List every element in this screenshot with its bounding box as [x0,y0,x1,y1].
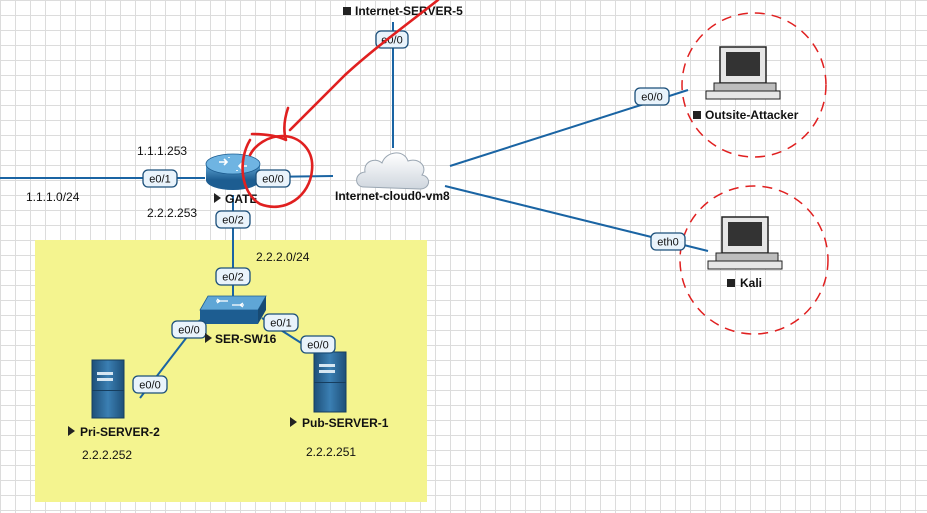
port-text: e0/1 [270,318,291,330]
port-label-pri-e00[interactable]: e0/0 [132,375,168,394]
node-label-outsite-attacker[interactable]: Outsite-Attacker [705,108,799,122]
port-text: e0/0 [139,380,160,392]
port-label-gate-e02[interactable]: e0/2 [215,210,251,229]
port-text: e0/1 [149,174,170,186]
workstation-icon[interactable] [707,216,783,270]
port-label-kali-eth0[interactable]: eth0 [650,232,686,251]
network-outside-label: 1.1.1.0/24 [26,190,80,204]
port-text: e0/0 [307,340,328,352]
node-label-kali[interactable]: Kali [740,276,762,290]
status-square-icon [693,111,701,119]
network-inside-label: 2.2.2.0/24 [256,250,310,264]
play-triangle-icon [205,333,212,343]
port-label-gate-e01[interactable]: e0/1 [142,169,178,188]
port-text: e0/0 [178,325,199,337]
port-label-switch-e00[interactable]: e0/0 [171,320,207,339]
port-text: eth0 [657,237,678,249]
status-square-icon [343,7,351,15]
port-label-attacker-e00[interactable]: e0/0 [634,87,670,106]
switch-icon[interactable] [199,295,267,324]
node-label-internet-server5[interactable]: Internet-SERVER-5 [355,4,463,18]
node-label-pri-server2[interactable]: Pri-SERVER-2 [80,425,160,439]
port-text: e0/2 [222,215,243,227]
port-text: e0/0 [381,35,402,47]
port-label-switch-e01[interactable]: e0/1 [263,313,299,332]
gate-ip-inside: 2.2.2.253 [147,206,197,220]
port-label-pub-e00[interactable]: e0/0 [300,335,336,354]
node-label-ser-sw16[interactable]: SER-SW16 [215,332,277,346]
node-label-pub-server1[interactable]: Pub-SERVER-1 [302,416,389,430]
port-text: e0/2 [222,272,243,284]
play-triangle-icon [214,193,221,203]
port-label-gate-e00[interactable]: e0/0 [255,169,291,188]
port-text: e0/0 [641,92,662,104]
pub-server1-ip: 2.2.2.251 [306,445,356,459]
node-label-cloud[interactable]: Internet-cloud0-vm8 [335,189,450,203]
workstation-icon[interactable] [705,46,781,100]
port-text: e0/0 [262,174,283,186]
play-triangle-icon [68,426,75,436]
attacker-zone-circle [681,12,827,158]
pri-server2-ip: 2.2.2.252 [82,448,132,462]
red-annotation-arrow [241,0,440,209]
play-triangle-icon [290,417,297,427]
gate-ip-outside: 1.1.1.253 [137,144,187,158]
server-icon[interactable] [91,359,125,419]
router-icon[interactable] [205,153,261,190]
kali-zone-circle [679,185,829,335]
server-icon[interactable] [313,351,347,413]
port-label-switch-e02[interactable]: e0/2 [215,267,251,286]
cloud-icon[interactable] [356,152,429,190]
status-square-icon [727,279,735,287]
